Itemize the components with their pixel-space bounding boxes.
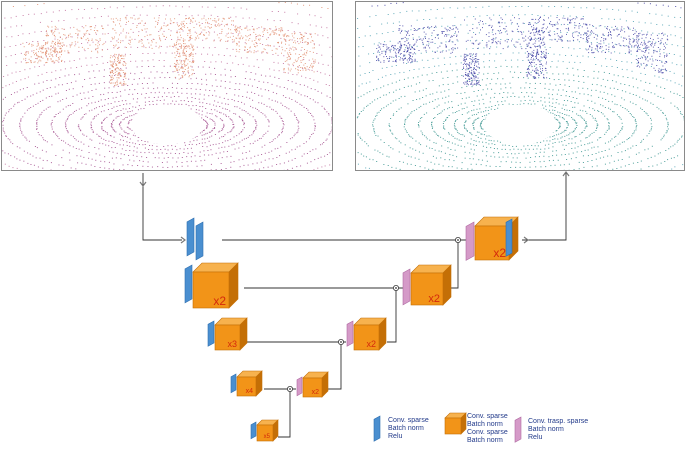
legend-conv-line-1: Conv. sparse [388, 417, 429, 424]
encoder-conv-0b [195, 221, 204, 261]
encoder-conv-1 [184, 264, 193, 304]
output-line [522, 173, 567, 241]
network-blocks: x2 x3 x4 x5 x2 x2 x2 x2 [184, 216, 522, 443]
encoder-block-1-multiplier: x2 [213, 294, 226, 308]
legend-trasp-text: Conv. trasp. sparse Batch norm Relu [528, 418, 588, 442]
input-point-cloud-panel [1, 1, 333, 171]
point-cloud-objects [376, 16, 669, 86]
legend-trasp-line-1: Conv. trasp. sparse [528, 418, 589, 425]
encoder-conv-4 [250, 421, 257, 440]
decoder-block-3-multiplier: x2 [312, 389, 320, 396]
decoder-block-1-multiplier: x2 [428, 293, 440, 305]
encoder-block-2: x3 [214, 317, 248, 351]
sensor-blind-spot [484, 104, 556, 145]
up-line-2 [326, 341, 346, 390]
encoder-conv-2 [207, 320, 215, 347]
legend-conv-text: Conv. sparse Batch norm Relu [388, 417, 429, 441]
input-arrow-head [139, 181, 147, 187]
legend-conv-line-2: Batch norm [388, 425, 424, 432]
legend-block-line-1: Conv. sparse [467, 413, 508, 420]
decoder-block-2-multiplier: x2 [366, 339, 376, 349]
encoder-block-1: x2 [192, 262, 239, 309]
legend-trasp-line-3: Relu [528, 434, 543, 441]
legend-block-icon [444, 412, 467, 435]
up-line-0 [446, 239, 466, 289]
decoder-trasp-0 [465, 221, 475, 261]
out-arrow-head [523, 236, 529, 244]
encoder-block-3: x4 [236, 370, 263, 397]
legend-conv-line-3: Relu [388, 433, 403, 440]
legend-block-line-4: Batch norm [467, 437, 503, 444]
point-cloud-objects [22, 16, 316, 87]
decoder-conv-out [505, 218, 513, 257]
sensor-blind-spot [131, 104, 203, 145]
decoder-trasp-3 [296, 376, 303, 397]
legend-block-line-2: Batch norm [467, 421, 503, 428]
input-line [142, 173, 182, 241]
decoder-block-2: x2 [353, 317, 387, 351]
decoder-block-3: x2 [302, 371, 329, 398]
encoder-block-4: x5 [256, 419, 279, 442]
output-point-cloud-panel [355, 1, 685, 171]
decoder-block-0-multiplier: x2 [493, 246, 506, 260]
decoder-block-1: x2 [410, 264, 452, 306]
up-line-3 [278, 388, 296, 438]
legend-trasp-line-2: Batch norm [528, 426, 564, 433]
encoder-block-4-multiplier: x5 [264, 434, 271, 440]
decoder-trasp-1 [402, 268, 411, 306]
output-arrow-head [562, 171, 570, 177]
input-point-cloud-image [2, 2, 332, 170]
encoder-block-2-multiplier: x3 [227, 339, 237, 349]
legend-trasp-icon [514, 416, 522, 443]
encoder-conv-0a [186, 217, 195, 257]
into-encoder-arrow-head [180, 236, 186, 244]
decoder-trasp-2 [346, 320, 354, 347]
connection-lines [139, 171, 570, 438]
legend-conv-icon [373, 415, 381, 442]
encoder-conv-3 [230, 373, 237, 394]
legend-block-text: Conv. sparse Batch norm Conv. sparse Bat… [467, 413, 508, 445]
output-point-cloud-image [356, 2, 684, 170]
up-line-1 [387, 287, 403, 343]
encoder-block-3-multiplier: x4 [246, 388, 254, 395]
legend-block-line-3: Conv. sparse [467, 429, 508, 436]
